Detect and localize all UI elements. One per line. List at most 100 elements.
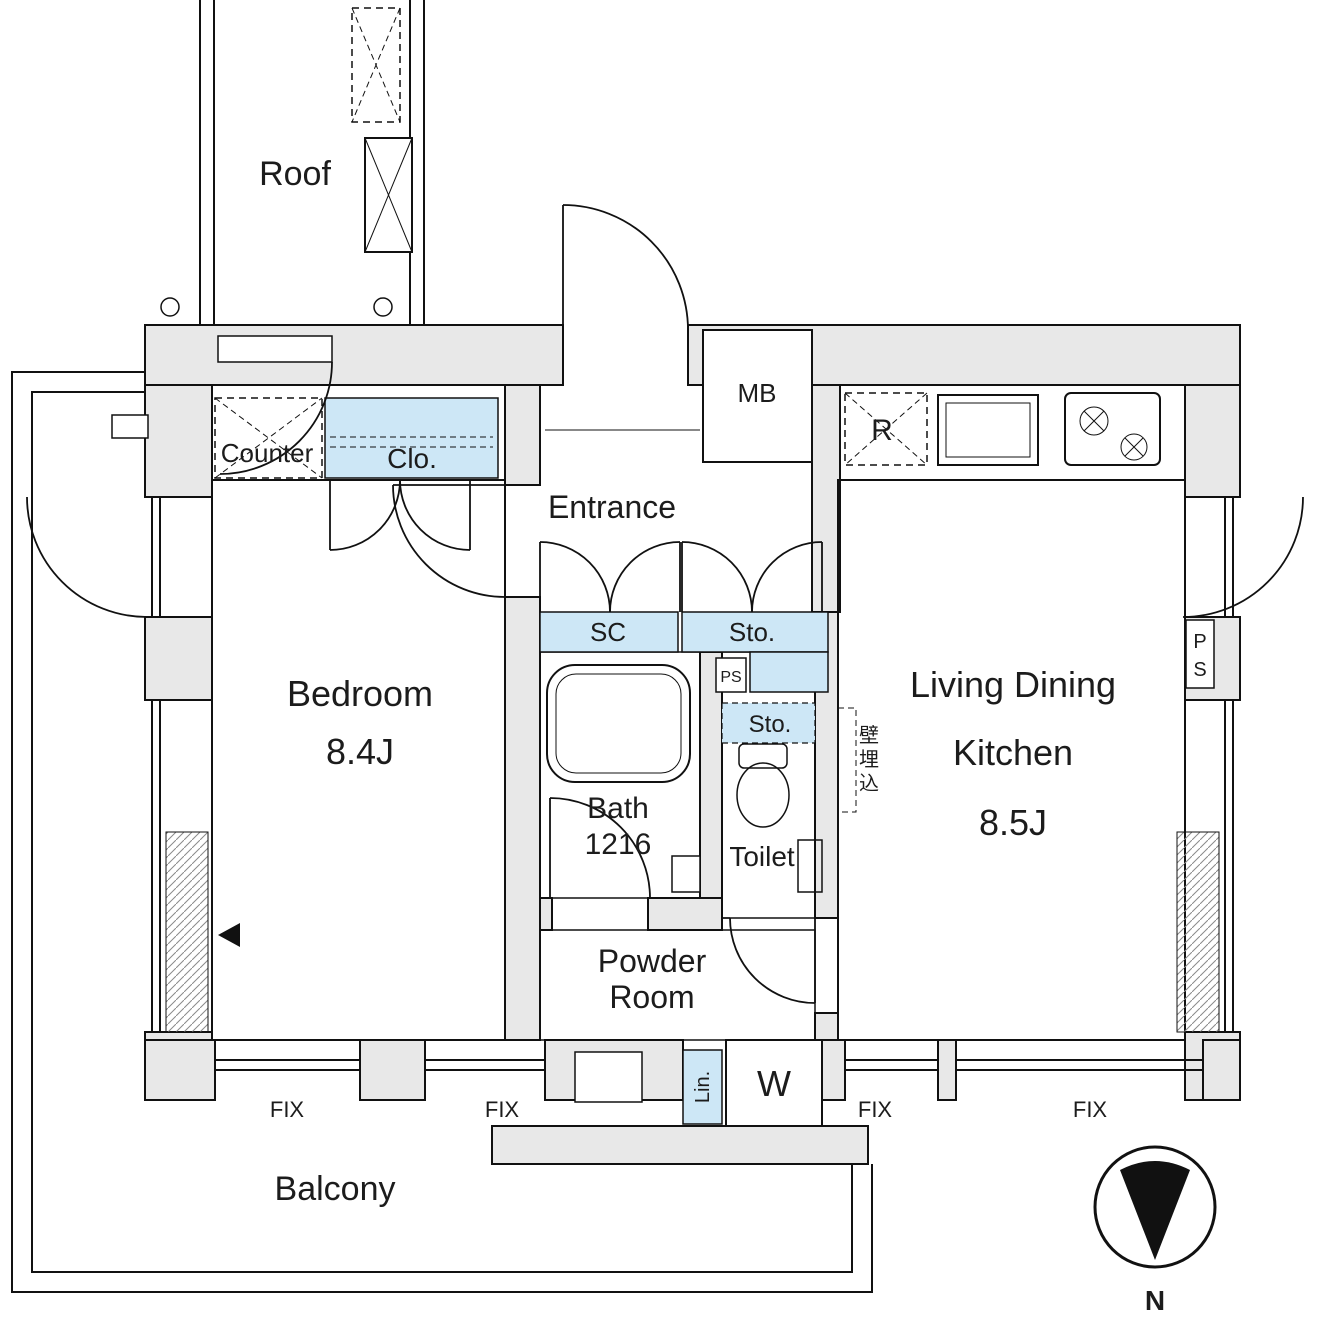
- labels: Roof Counter Clo. Entrance SC Sto. MB R …: [221, 155, 1207, 1208]
- refrigerator-x: [844, 392, 928, 466]
- powder-fixtures: [491, 1039, 869, 1165]
- burner-cross: [1083, 410, 1105, 432]
- closet-door-arc: [399, 479, 471, 551]
- bedroom-corner-marker: [218, 923, 240, 947]
- toilet-bowl: [736, 762, 790, 828]
- wall-embedded-char: 壁: [859, 724, 879, 747]
- bedroom-size-label: 8.4J: [326, 731, 394, 772]
- roof-shaft-x: [364, 137, 413, 253]
- toilet-label: Toilet: [729, 841, 795, 872]
- storage-upper-box-ext: [749, 651, 829, 693]
- bath-fixtures: [546, 664, 701, 893]
- wall-segment: [539, 897, 553, 931]
- hall-door-arc: [539, 541, 611, 613]
- closet-door-arc: [329, 479, 401, 551]
- wall-segment: [937, 1039, 957, 1101]
- windows: [151, 497, 1234, 1071]
- burner-icon: [1120, 433, 1148, 461]
- entrance-label: Entrance: [548, 489, 676, 525]
- window-line: [151, 497, 161, 617]
- window-line: [845, 1059, 938, 1071]
- north-label: N: [1145, 1285, 1165, 1316]
- roof-corridor: [160, 0, 425, 325]
- counter-diagonals: [214, 397, 323, 479]
- compass: N: [1093, 1145, 1217, 1316]
- bath-size-label: 1216: [585, 828, 652, 861]
- railing-outer-line: [11, 371, 873, 1293]
- bedroom-outline: [211, 479, 506, 1041]
- washer-label: W: [757, 1063, 791, 1104]
- hall-door-arc: [681, 541, 753, 613]
- bathtub: [546, 664, 691, 783]
- wall-segment: [1202, 1039, 1241, 1101]
- linen-cabinet: [682, 1049, 723, 1125]
- counter-label: Counter: [221, 438, 314, 468]
- balcony-label: Balcony: [275, 1170, 396, 1208]
- pillar-circle: [373, 297, 393, 317]
- storage-units: [214, 397, 829, 1125]
- wall-segment: [144, 1039, 216, 1101]
- north-arrow-icon: [1120, 1161, 1190, 1260]
- kitchen-fixtures: [844, 392, 1161, 466]
- wall-segment: [144, 616, 213, 701]
- wall-segment: [647, 897, 723, 931]
- roof-label: Roof: [259, 155, 331, 193]
- burner-cross: [1124, 437, 1144, 457]
- window-line: [956, 1059, 1203, 1071]
- pipe-space-small-label: PS: [720, 669, 741, 686]
- wall-segment: [504, 596, 541, 1041]
- wall-segment: [821, 1039, 846, 1101]
- doors: [26, 204, 1304, 1004]
- refrigerator-space: [844, 392, 928, 466]
- window-line: [151, 700, 161, 1032]
- storage-upper-label: Sto.: [729, 617, 775, 647]
- shutter-hatch-strip: [1176, 831, 1220, 1033]
- wall-segment: [814, 1012, 839, 1041]
- pipe-space-right-char: S: [1193, 659, 1206, 681]
- storage-mid-box: [721, 702, 816, 744]
- corridor-door-arc: [219, 361, 333, 475]
- toilet-door-arc: [729, 917, 816, 1004]
- kitchen-sink: [937, 394, 1039, 466]
- fix-label: FIX: [858, 1097, 893, 1122]
- window-line: [1224, 497, 1234, 617]
- wall-segment: [359, 1039, 426, 1101]
- bathtub-inner: [555, 673, 682, 774]
- ldk-label-line1: Living Dining: [910, 664, 1116, 705]
- ldk-size-label: 8.5J: [979, 802, 1047, 843]
- closet-label: Clo.: [387, 443, 437, 474]
- bath-door-arc: [549, 797, 651, 899]
- intercom-box: [111, 414, 149, 439]
- powder-cabinet: [574, 1051, 643, 1103]
- railing-inner-line: [31, 391, 853, 1273]
- shoe-closet-box: [539, 611, 679, 653]
- balcony-door-arc-right: [1182, 496, 1304, 618]
- wall-segment: [1184, 384, 1241, 498]
- counter-box: [214, 397, 323, 479]
- closet-pipe-lines: [330, 436, 493, 448]
- fix-label: FIX: [1073, 1097, 1108, 1122]
- wall-embedded-char: 込: [859, 772, 879, 795]
- hall-door-arc: [609, 541, 681, 613]
- pipe-space-right-char: P: [1193, 631, 1206, 653]
- toilet-fixtures: [736, 743, 823, 893]
- hall-door-arc: [751, 541, 823, 613]
- window-line: [425, 1059, 545, 1071]
- powder-label-line1: Powder: [598, 943, 707, 979]
- service-boxes: [111, 329, 1215, 813]
- storage-mid-label: Sto.: [749, 711, 792, 738]
- pipe-space-right-box: [1185, 619, 1215, 689]
- wall-segment: [144, 324, 564, 386]
- window-line: [215, 1059, 360, 1071]
- wall-embedded-box: [837, 707, 857, 813]
- kitchen-sink-inner: [945, 402, 1031, 458]
- wall-segment: [811, 384, 841, 613]
- front-door-arc: [562, 204, 689, 331]
- pillar-circle: [160, 297, 180, 317]
- bedroom-label: Bedroom: [287, 673, 433, 714]
- meter-box-label: MB: [738, 378, 777, 408]
- pipe-space-small-box: [715, 657, 747, 693]
- powder-label-line2: Room: [609, 979, 694, 1015]
- burner-icon: [1079, 406, 1109, 436]
